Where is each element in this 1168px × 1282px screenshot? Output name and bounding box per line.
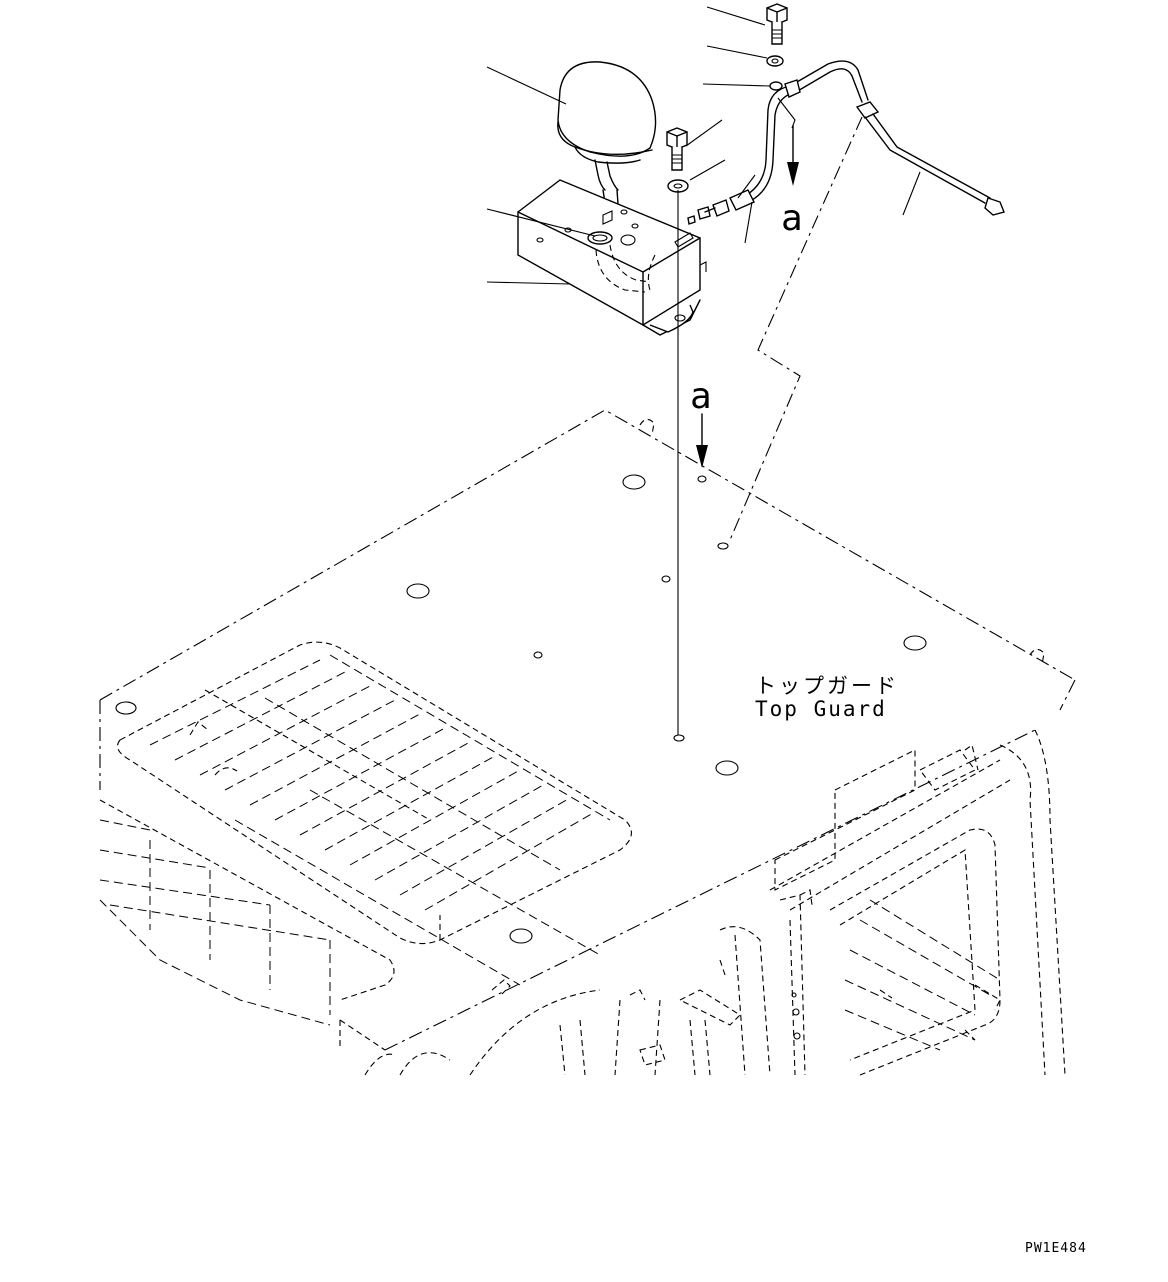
part-label-japanese: トップガード xyxy=(755,674,899,698)
lamp-bracket-box xyxy=(517,179,707,336)
mounting-holes xyxy=(115,474,927,944)
top-guard xyxy=(99,409,1076,1076)
drawing-code: PW1E484 xyxy=(1025,1241,1087,1256)
upper-bolt xyxy=(766,3,788,45)
cab-frame xyxy=(769,729,1066,1076)
guard-grid-panel xyxy=(117,641,632,986)
cab-roof-grid xyxy=(99,799,395,1026)
ground-harness xyxy=(855,101,1005,216)
lamp-harness xyxy=(687,60,869,225)
upper-washer xyxy=(766,55,784,67)
view-arrow-top xyxy=(787,125,799,186)
view-marker-bottom: a xyxy=(690,376,712,417)
leader-lines xyxy=(486,6,921,285)
view-marker-top: a xyxy=(781,198,803,239)
view-arrow-bottom xyxy=(696,413,708,468)
lower-bolt xyxy=(666,127,688,171)
door-frame xyxy=(364,889,893,1076)
part-label-english: Top Guard xyxy=(755,697,887,721)
